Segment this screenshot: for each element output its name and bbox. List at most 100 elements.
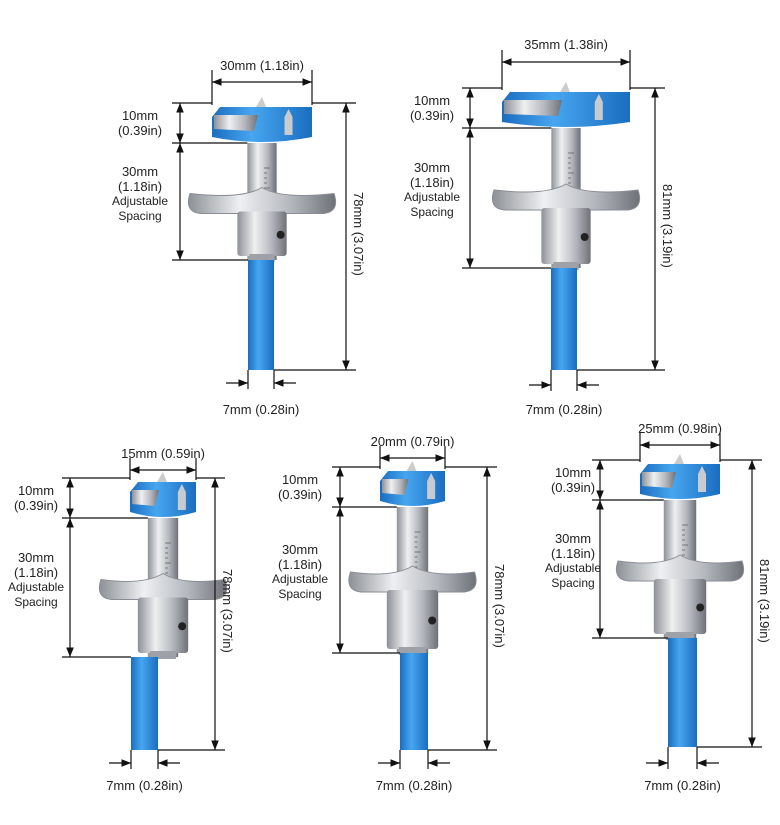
blue-shank [131, 657, 158, 750]
head-height-line: 10mm [413, 93, 451, 108]
depth-stop-flange [98, 572, 228, 600]
carbide-blade [214, 115, 258, 131]
blue-shank [668, 638, 697, 747]
shank-diameter-label: 7mm (0.28in) [525, 402, 603, 417]
head-height-label: 10mm(0.39in) [100, 108, 180, 138]
center-spur [594, 94, 603, 120]
shank-diameter-label: 7mm (0.28in) [644, 778, 721, 793]
shank-neck [553, 262, 579, 270]
shank-neck [249, 254, 275, 262]
depth-stop-flange [615, 554, 745, 582]
drill-bit-15mm [62, 458, 228, 769]
spacing-line: (1.18in) [277, 557, 323, 572]
depth-stop-flange [348, 565, 477, 593]
set-screw-icon [276, 230, 285, 239]
spacing-line: Spacing [278, 587, 322, 601]
drill-bit-30mm [172, 70, 356, 389]
depth-stop-flange [491, 183, 641, 211]
stop-collar [386, 590, 439, 649]
shank-diameter-label: 7mm (0.28in) [106, 778, 183, 793]
head-height-line: 10mm [121, 108, 159, 123]
cutter-tip [256, 97, 266, 107]
shank-diameter-label: 7mm (0.28in) [222, 402, 300, 417]
total-length-label: 78mm (3.07in) [351, 191, 366, 276]
blue-shank [400, 653, 428, 750]
carbide-blade [642, 472, 676, 488]
head-height-line: (0.39in) [117, 123, 163, 138]
drill-bit-35mm [462, 50, 665, 391]
drill-bit-20mm [332, 446, 497, 769]
spacing-line: Spacing [551, 576, 595, 590]
spacing-line: Adjustable [544, 561, 602, 575]
head-height-line: 10mm [281, 472, 319, 487]
head-height-label: 10mm(0.39in) [260, 472, 340, 502]
shank-neck [665, 632, 695, 640]
head-height-line: 10mm [17, 483, 55, 498]
spacing-line: 30mm [17, 549, 55, 565]
center-spur [427, 473, 436, 499]
total-length-label: 81mm (3.19in) [757, 558, 772, 643]
spacing-line: Spacing [410, 205, 454, 219]
carbide-blade [504, 100, 562, 116]
total-length-label: 78mm (3.07in) [492, 563, 507, 648]
head-width-label: 25mm (0.98in) [638, 421, 722, 436]
total-length-label: 81mm (3.19in) [660, 184, 675, 268]
set-screw-icon [696, 603, 705, 612]
spacing-line: 30mm [121, 163, 159, 179]
set-screw-icon [178, 622, 187, 631]
total-length-label: 78mm (3.07in) [220, 569, 235, 653]
spacing-line: Adjustable [7, 579, 65, 594]
head-height-label: 10mm(0.39in) [533, 465, 613, 495]
head-width-label: 20mm (0.79in) [370, 434, 455, 449]
depth-stop-flange [187, 186, 337, 214]
blue-shank [248, 260, 274, 370]
stop-collar [237, 211, 287, 256]
center-spur [177, 484, 186, 510]
head-height-line: 10mm [554, 465, 592, 480]
stop-collar [541, 208, 591, 264]
spacing-line: 30mm [413, 160, 451, 175]
spacing-line: Spacing [118, 208, 162, 223]
head-height-line: (0.39in) [277, 487, 323, 502]
cutter-tip [674, 454, 684, 464]
cutter-tip [157, 472, 167, 482]
cutter-tip [560, 82, 570, 92]
head-width-label: 30mm (1.18in) [220, 58, 304, 73]
head-height-line: (0.39in) [409, 108, 455, 123]
spacing-line: 30mm [281, 542, 319, 557]
spacing-line: (1.18in) [13, 564, 59, 580]
set-screw-icon [428, 616, 437, 625]
spacing-line: (1.18in) [550, 546, 596, 561]
head-width-label: 35mm (1.38in) [524, 37, 608, 52]
spacing-line: 30mm [554, 531, 592, 546]
head-height-label: 10mm(0.39in) [392, 93, 472, 123]
stop-collar [137, 597, 189, 653]
center-spur [698, 466, 706, 492]
spacing-line: (1.18in) [409, 175, 455, 190]
shank-neck [398, 647, 427, 655]
blue-shank [551, 268, 577, 370]
shank-neck [149, 651, 177, 659]
head-width-label: 15mm (0.59in) [121, 446, 205, 461]
head-height-label: 10mm(0.39in) [0, 483, 76, 513]
carbide-blade [132, 490, 159, 506]
head-height-line: (0.39in) [550, 480, 596, 495]
cutter-tip [406, 461, 417, 471]
spacing-line: Adjustable [403, 190, 461, 204]
spacing-line: Adjustable [271, 572, 329, 586]
carbide-blade [382, 479, 409, 495]
head-height-line: (0.39in) [13, 498, 59, 513]
drill-bit-25mm [592, 433, 762, 769]
spacing-line: Spacing [14, 594, 58, 609]
center-spur [284, 109, 293, 135]
spacing-line: (1.18in) [117, 178, 163, 194]
stop-collar [653, 579, 707, 634]
spacing-line: Adjustable [111, 193, 169, 208]
